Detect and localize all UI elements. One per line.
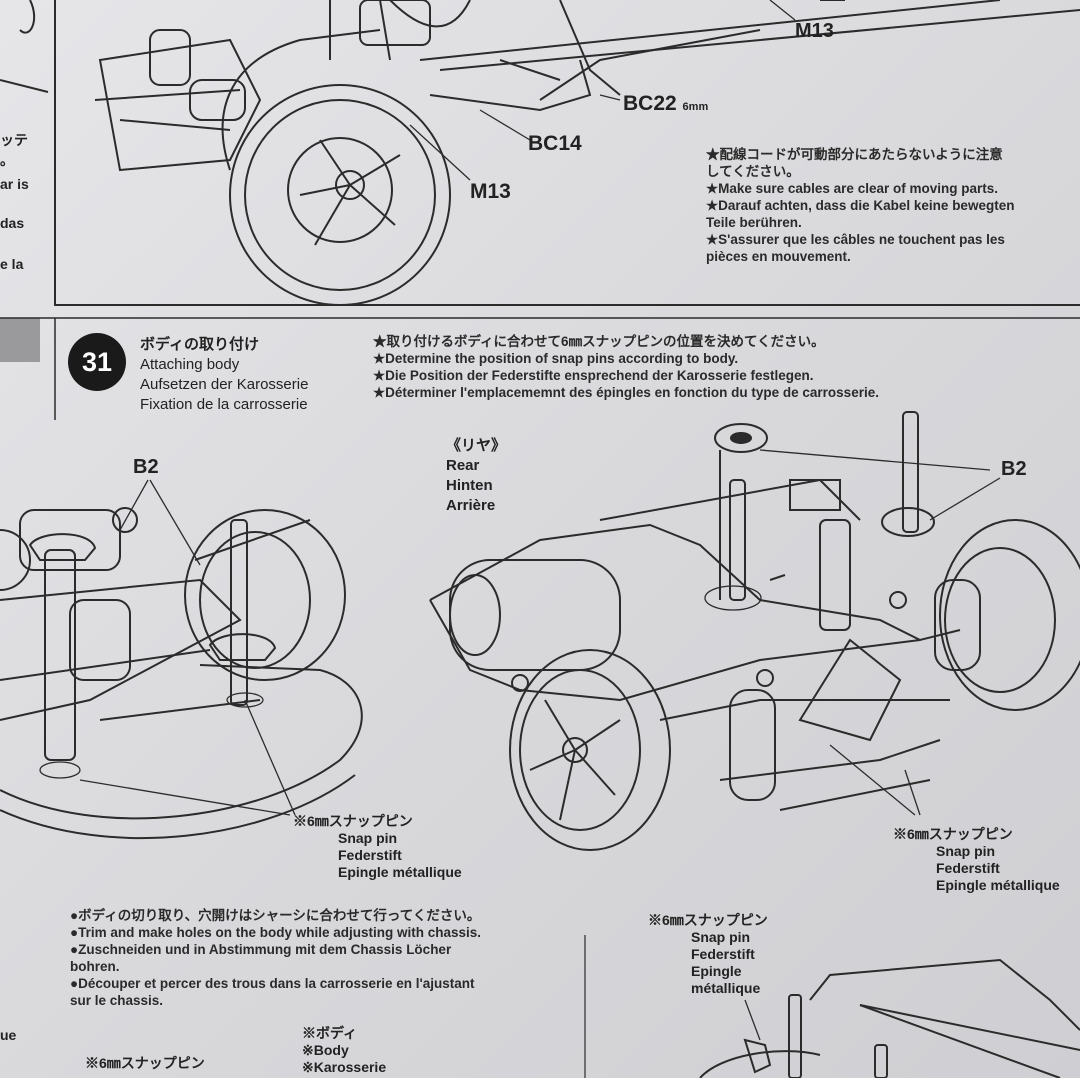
snap-pin-en: Snap pin <box>936 843 996 859</box>
snap-pin-label-right: ※6㎜スナップピン Snap pin Federstift Epingle mé… <box>893 826 1060 894</box>
rear-label-en: Rear <box>446 457 480 474</box>
fragment-line-4: das <box>0 215 25 231</box>
trim-notes: ●ボディの切り取り、穴開けはシャーシに合わせて行ってください。 ●Trim an… <box>70 907 560 1009</box>
body-label: ※ボディ ※Body ※Karosserie <box>302 1025 386 1076</box>
cable-note: Teile berühren. <box>706 215 802 230</box>
rear-label-fr: Arrière <box>446 497 496 514</box>
rear-label-jp: 《リヤ》 <box>446 437 507 454</box>
step-number: 31 <box>81 347 113 377</box>
step-note: ★Die Position der Federstifte ensprechen… <box>373 368 814 383</box>
fragment-line-1: ッテ <box>0 132 28 148</box>
step-note: ★Déterminer l'emplacememnt des épingles … <box>373 385 879 400</box>
cable-note: ★Make sure cables are clear of moving pa… <box>706 181 998 196</box>
snap-pin-fr: Epingle métallique <box>936 877 1060 893</box>
snap-pin-en: Snap pin <box>691 929 751 945</box>
step-notes: ★取り付けるボディに合わせて6㎜スナップピンの位置を決めてください。 ★Dete… <box>373 333 1073 401</box>
step-title-de: Aufsetzen der Karosserie <box>140 376 309 393</box>
snap-pin-jp: ※6㎜スナップピン <box>893 826 1013 842</box>
step-title-jp: ボディの取り付け <box>140 336 259 353</box>
cable-note: ★配線コードが可動部分にあたらないように注意 <box>706 147 1003 162</box>
step-title-fr: Fixation de la carrosserie <box>140 396 308 413</box>
trim-note: ●ボディの切り取り、穴開けはシャーシに合わせて行ってください。 <box>70 908 481 923</box>
step-note: ★Determine the position of snap pins acc… <box>373 351 739 366</box>
snap-pin-fr: Epingle métallique <box>338 864 462 880</box>
trim-note: bohren. <box>70 959 120 974</box>
step-note: ★取り付けるボディに合わせて6㎜スナップピンの位置を決めてください。 <box>373 334 825 349</box>
cable-note: ★S'assurer que les câbles ne touchent pa… <box>706 232 1005 247</box>
part-label-bc22-size: 6mm <box>682 101 709 113</box>
snap-pin-de: Federstift <box>338 847 402 863</box>
snap-pin-label-left: ※6㎜スナップピン Snap pin Federstift Epingle mé… <box>293 813 462 881</box>
step-title: ボディの取り付け Attaching body Aufsetzen der Ka… <box>140 335 308 415</box>
snap-pin-de: Federstift <box>691 946 755 962</box>
cable-note: してください。 <box>706 164 800 179</box>
rear-label-de: Hinten <box>446 477 493 494</box>
trim-note: ●Découper et percer des trous dans la ca… <box>70 976 475 991</box>
part-label-b2-right: B2 <box>1001 458 1027 480</box>
cable-note: ★Darauf achten, dass die Kabel keine bew… <box>706 198 1015 213</box>
fragment-line-3: ar is <box>0 176 29 192</box>
snap-pin-label-bottom-left: ※6㎜スナップピン <box>85 1055 205 1071</box>
step-title-en: Attaching body <box>140 356 240 373</box>
part-label-m13-bottom: M13 <box>470 180 511 203</box>
part-label-m13-top: M13 <box>795 20 834 42</box>
trim-note: ●Trim and make holes on the body while a… <box>70 925 481 940</box>
snap-pin-fr1: Epingle <box>691 963 742 979</box>
part-label-bc22-code: BC22 <box>623 92 677 115</box>
fragment-ue: ue <box>0 1027 17 1043</box>
snap-pin-jp: ※6㎜スナップピン <box>648 912 768 928</box>
rear-label: 《リヤ》 Rear Hinten Arrière <box>446 436 506 516</box>
trim-note: ●Zuschneiden und in Abstimmung mit dem C… <box>70 942 452 957</box>
part-label-b2-left: B2 <box>133 456 159 478</box>
body-label-jp: ※ボディ <box>302 1025 358 1041</box>
fragment-line-2: 。 <box>0 152 14 168</box>
trim-note: sur le chassis. <box>70 993 164 1008</box>
part-label-bc22: BC22 6mm <box>623 92 708 116</box>
fragment-line-5: e la <box>0 256 24 272</box>
snap-pin-jp: ※6㎜スナップピン <box>293 813 413 829</box>
body-label-en: ※Body <box>302 1042 349 1058</box>
snap-pin-fr2: métallique <box>691 980 761 996</box>
body-label-de: ※Karosserie <box>302 1059 387 1075</box>
cable-note: pièces en mouvement. <box>706 249 851 264</box>
snap-pin-de: Federstift <box>936 860 1000 876</box>
cable-notes: ★配線コードが可動部分にあたらないように注意 してください。 ★Make sur… <box>706 146 1076 265</box>
part-label-bc14: BC14 <box>528 132 582 155</box>
snap-pin-label-bottom: ※6㎜スナップピン Snap pin Federstift Epingle mé… <box>648 912 768 997</box>
snap-pin-en: Snap pin <box>338 830 398 846</box>
